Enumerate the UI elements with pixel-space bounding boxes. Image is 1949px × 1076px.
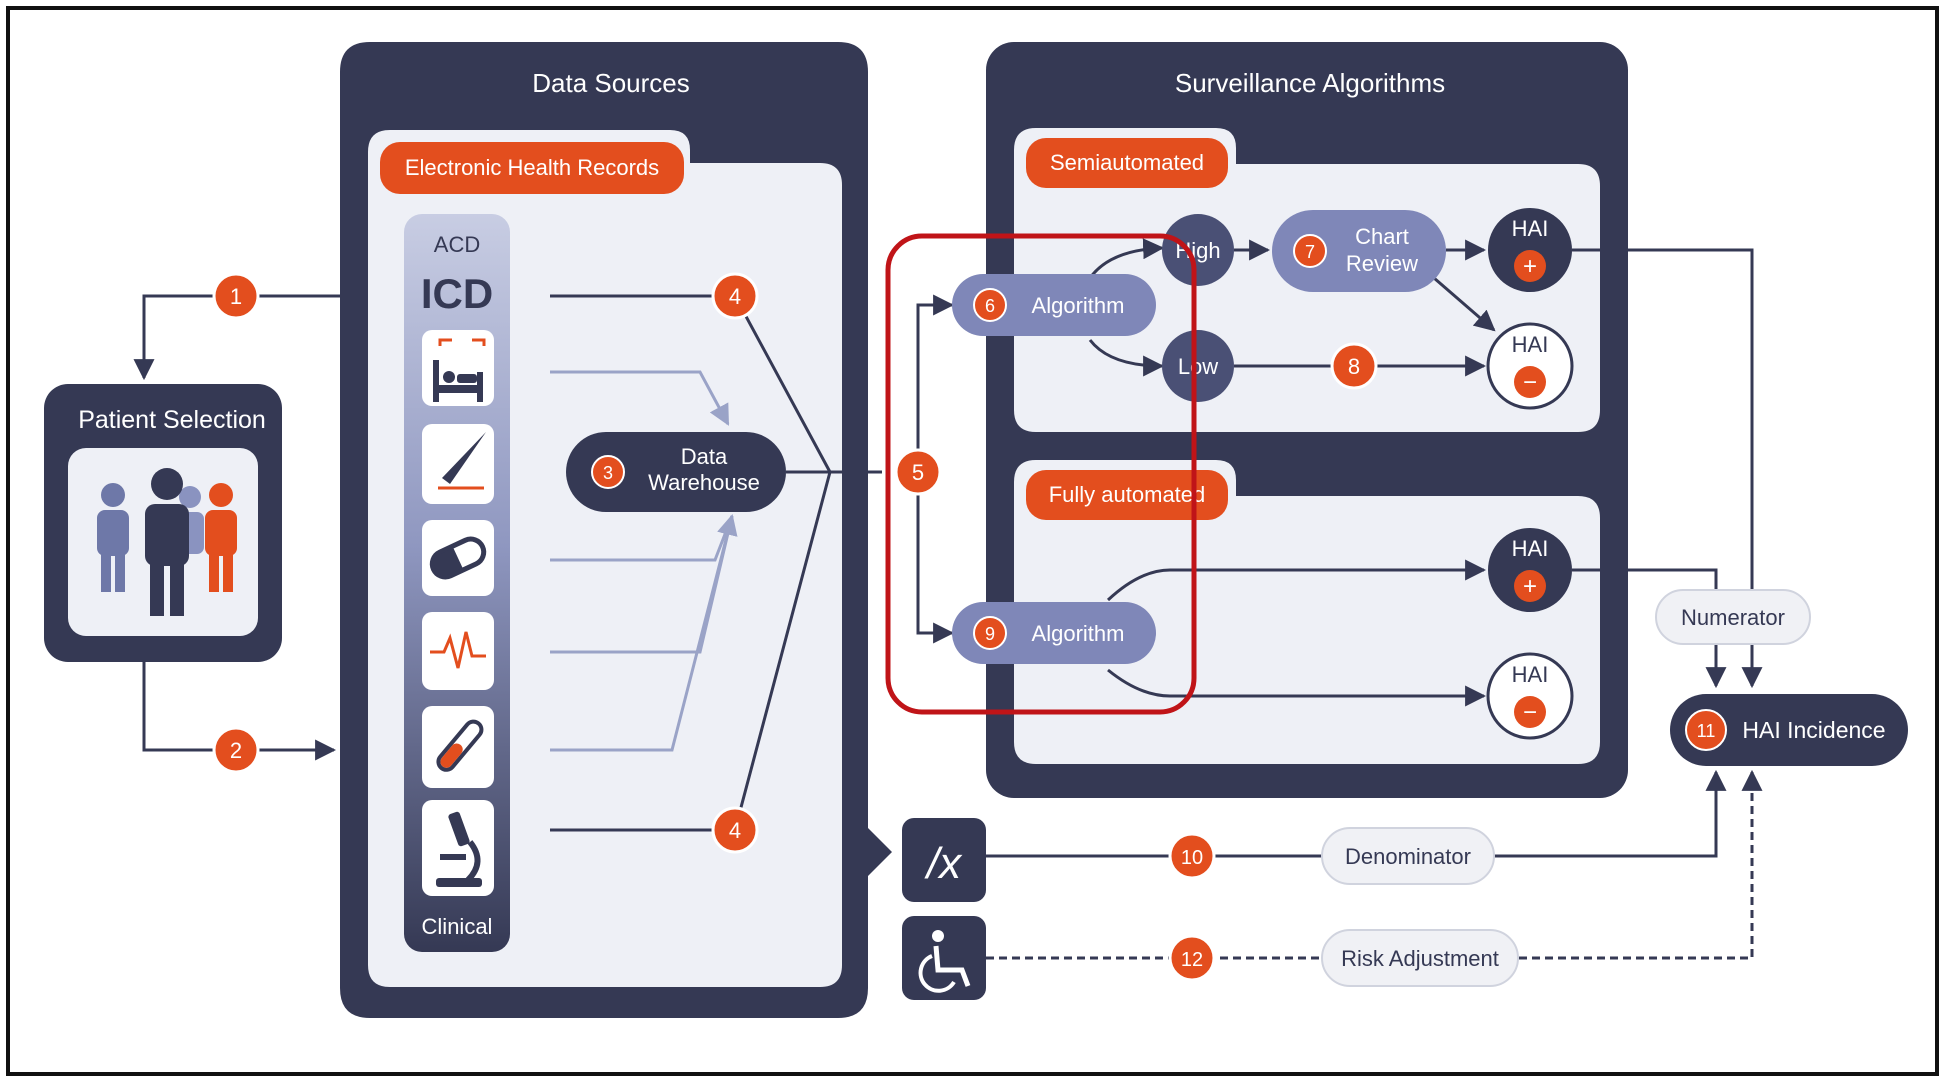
step-12: 12 [1168,934,1216,982]
test-tube-icon [422,706,494,788]
step-4-bottom: 4 [711,806,759,854]
denominator-line [986,769,1727,858]
step-5: 5 [894,448,942,496]
svg-text:Algorithm: Algorithm [1032,293,1125,318]
branch-lines [916,294,955,644]
svg-text:Data: Data [681,444,728,469]
svg-text:Algorithm: Algorithm [1032,621,1125,646]
scalpel-icon [422,424,494,504]
svg-text:9: 9 [985,624,995,644]
microscope-icon [422,800,494,896]
svg-text:4: 4 [729,818,741,843]
patient-flow-lines [133,294,340,761]
icd-icon: ICD [421,270,493,317]
hai-positive-full: HAI + [1488,528,1572,612]
patient-selection-box: Patient Selection [44,384,282,662]
fully-automated-label: Fully automated [1049,482,1206,507]
step-8: 8 [1330,342,1378,390]
data-sources-panel: Data Sources Electronic Health Records A… [340,42,892,1018]
clinical-label: Clinical [422,914,493,939]
svg-text:8: 8 [1348,354,1360,379]
risk-adjustment-line [986,769,1763,960]
denominator-pill: Denominator [1321,827,1495,885]
hai-positive-semi: HAI + [1488,208,1572,292]
svg-text:Warehouse: Warehouse [648,470,760,495]
svg-text:HAI Incidence: HAI Incidence [1742,717,1885,743]
svg-text:ICD: ICD [421,270,493,317]
step-10: 10 [1168,832,1216,880]
svg-text:+: + [1523,253,1537,280]
svg-text:12: 12 [1181,949,1203,971]
hai-negative-full: HAI − [1486,652,1574,740]
svg-text:3: 3 [603,463,613,483]
svg-text:Low: Low [1178,354,1218,379]
data-warehouse-node: 3 Data Warehouse [566,432,786,512]
pill-icon [422,520,494,596]
wheelchair-icon [902,916,986,1000]
svg-text:5: 5 [912,460,924,485]
risk-adjustment-pill: Risk Adjustment [1321,929,1519,987]
svg-text:/x: /x [924,839,963,888]
svg-text:+: + [1523,573,1537,600]
svg-text:HAI: HAI [1512,332,1549,357]
numerator-lines [1572,248,1763,689]
acd-label: ACD [434,232,480,257]
warehouse-inflow-arrows [550,370,738,752]
step-1: 1 [212,272,260,320]
algorithm-node-semi: 6 Algorithm [952,274,1156,336]
chart-review-node: 7 Chart Review [1272,210,1446,292]
patient-selection-title: Patient Selection [78,406,266,434]
hospital-bed-icon [422,330,494,406]
svg-text:10: 10 [1181,847,1203,869]
algorithm-node-full: 9 Algorithm [952,602,1156,664]
svg-text:−: − [1523,369,1537,396]
svg-text:11: 11 [1697,721,1716,741]
svg-text:Risk Adjustment: Risk Adjustment [1341,946,1499,971]
svg-text:4: 4 [729,284,741,309]
step-4-top: 4 [711,272,759,320]
fully-automated-flow-lines [1106,559,1487,707]
highlight-box [885,233,1197,715]
step-2: 2 [212,726,260,774]
hai-incidence-node: 11 HAI Incidence [1670,694,1908,766]
svg-text:Review: Review [1346,251,1418,276]
surveillance-title: Surveillance Algorithms [1175,68,1445,98]
data-sources-title: Data Sources [532,68,690,98]
svg-text:Numerator: Numerator [1681,605,1785,630]
svg-text:−: − [1523,699,1537,726]
hai-surveillance-diagram: Patient Selection Data Sources [44,42,1908,1018]
svg-text:Chart: Chart [1355,224,1409,249]
high-node: High [1162,214,1234,286]
svg-text:2: 2 [230,738,242,763]
svg-text:Denominator: Denominator [1345,844,1471,869]
semiautomated-label: Semiautomated [1050,150,1204,175]
svg-text:HAI: HAI [1512,216,1549,241]
svg-text:1: 1 [230,284,242,309]
svg-text:7: 7 [1305,242,1315,262]
ehr-label: Electronic Health Records [405,155,659,180]
fraction-icon: /x [902,818,986,902]
low-node: Low [1162,330,1234,402]
svg-text:6: 6 [985,296,995,316]
numerator-pill: Numerator [1655,589,1811,645]
people-group-icon [97,468,237,616]
hai-negative-semi: HAI − [1486,322,1574,410]
heartbeat-icon [422,612,494,690]
svg-text:HAI: HAI [1512,536,1549,561]
svg-text:HAI: HAI [1512,662,1549,687]
